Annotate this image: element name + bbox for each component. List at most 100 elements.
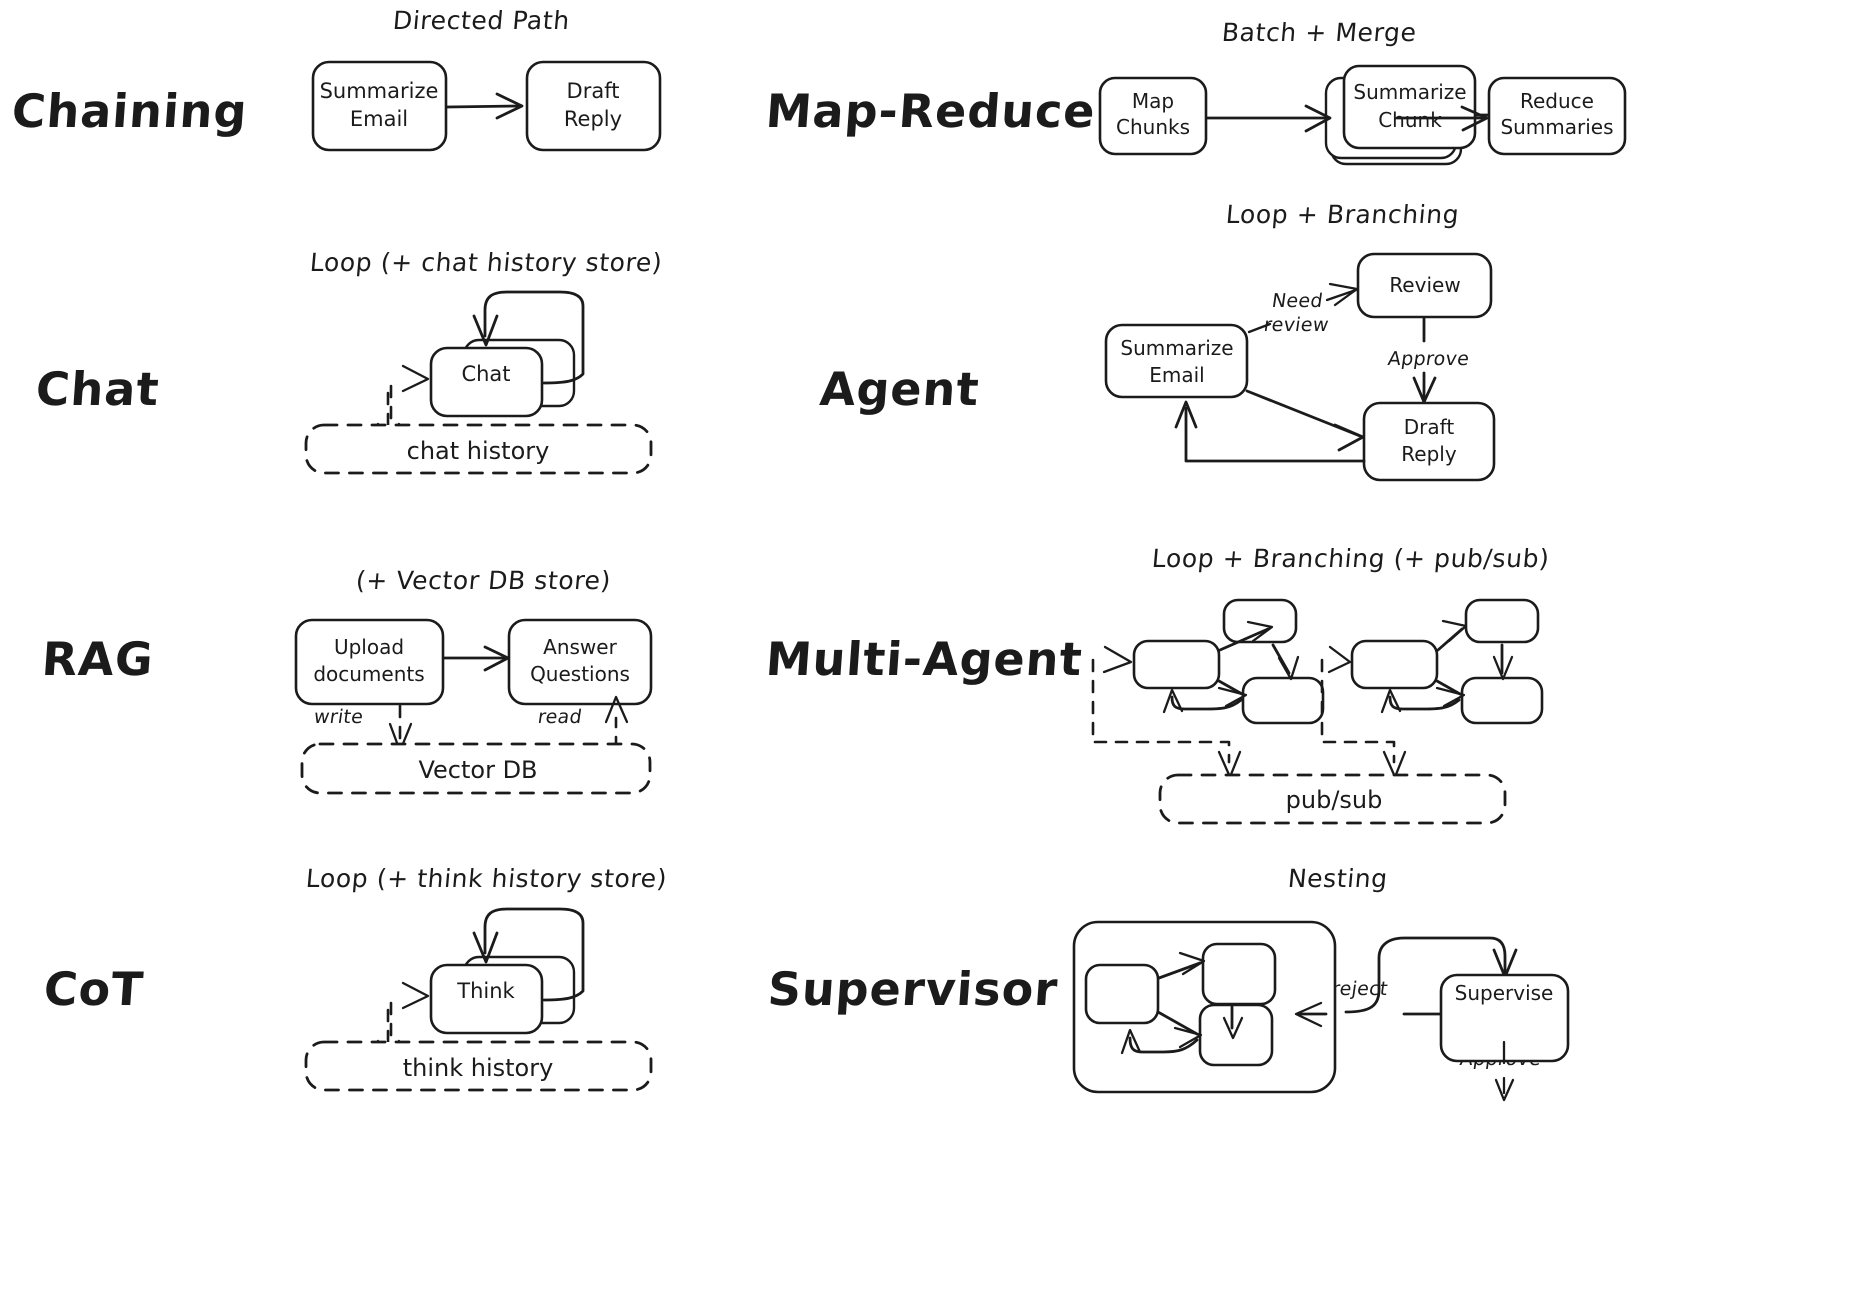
arrowhead-summarize-to-review bbox=[1328, 282, 1359, 307]
node-agent-summarize-line2: Email bbox=[1149, 363, 1205, 387]
arrowhead-chat-selfloop bbox=[472, 314, 499, 347]
node-think-label: Think bbox=[456, 979, 515, 1003]
arrowhead-chaining bbox=[495, 92, 524, 120]
node-supervise-label: Supervise bbox=[1455, 981, 1554, 1005]
arrowhead-map-to-summarize bbox=[1304, 104, 1332, 133]
arrowhead-review-to-draft bbox=[1412, 376, 1437, 404]
edge-a-bottom-loop bbox=[1170, 695, 1243, 711]
node-agent-draft-line2: Reply bbox=[1401, 442, 1457, 466]
edge-nested-left-to-bottom bbox=[1156, 1010, 1199, 1036]
node-answer-questions[interactable] bbox=[507, 618, 653, 706]
node-upload-line2: documents bbox=[313, 662, 424, 686]
store-chat-history[interactable] bbox=[304, 423, 653, 475]
arrowhead-nested-left-top bbox=[1178, 951, 1206, 976]
node-agent-b-main[interactable] bbox=[1350, 639, 1439, 690]
node-agent-a-top[interactable] bbox=[1222, 598, 1298, 644]
edge-nested-left-to-top bbox=[1157, 961, 1202, 980]
node-map-chunks[interactable] bbox=[1098, 76, 1208, 156]
node-agent-summarize-email[interactable] bbox=[1104, 323, 1249, 399]
node-summarize-chunk[interactable] bbox=[1342, 64, 1477, 150]
node-agent-review[interactable] bbox=[1356, 252, 1493, 319]
arrowhead-draft-loop bbox=[1174, 400, 1198, 429]
arrowhead-think-store-read bbox=[401, 981, 430, 1010]
node-summarize-chunk-line1: Summarize bbox=[1353, 80, 1466, 104]
arrowhead-a-main-top bbox=[1246, 620, 1274, 643]
edge-summarize-to-review-b bbox=[1325, 288, 1358, 302]
group-cot: Think think history bbox=[304, 907, 653, 1092]
arrowhead-nested-bottom-loop bbox=[1120, 1028, 1142, 1055]
edge-summarize-to-review bbox=[1247, 322, 1272, 334]
store-pub-sub[interactable] bbox=[1158, 773, 1507, 825]
node-map-chunks-line2: Chunks bbox=[1116, 115, 1190, 139]
store-pub-sub-label: pub/sub bbox=[1286, 786, 1383, 814]
edge-a-pubsub-in bbox=[1091, 658, 1231, 764]
arrowhead-summarize-to-draft bbox=[1333, 423, 1365, 452]
node-summarize-email-line1: Summarize bbox=[320, 79, 439, 103]
node-chat[interactable] bbox=[429, 346, 544, 418]
edge-nested-to-supervise bbox=[1344, 936, 1507, 1014]
edge-a-main-to-top bbox=[1218, 627, 1270, 652]
node-nested-left[interactable] bbox=[1084, 963, 1160, 1025]
node-upload-documents[interactable] bbox=[294, 618, 445, 706]
node-reduce-summaries-line2: Summaries bbox=[1500, 115, 1613, 139]
node-agent-b-top[interactable] bbox=[1464, 598, 1540, 644]
node-answer-line2: Questions bbox=[530, 662, 630, 686]
edge-b-bottom-loop bbox=[1388, 695, 1461, 711]
arrowhead-answer-read bbox=[604, 695, 629, 724]
arrowhead-supervise-reject bbox=[1294, 1001, 1323, 1028]
group-chat: Chat chat history bbox=[304, 290, 653, 475]
group-agent: Summarize Email Review Draft Reply bbox=[1104, 252, 1496, 482]
group-supervisor: Supervise bbox=[1072, 920, 1570, 1102]
node-nested-bottom[interactable] bbox=[1198, 1003, 1274, 1067]
group-rag: Upload documents Answer Questions Vector… bbox=[294, 618, 653, 795]
arrowhead-think-selfloop bbox=[472, 931, 499, 964]
arrowhead-a-main-bottom bbox=[1217, 686, 1248, 708]
edge-a-top-to-bottom bbox=[1271, 643, 1291, 675]
arrowhead-b-in bbox=[1327, 645, 1352, 674]
store-think-history[interactable] bbox=[304, 1040, 653, 1092]
arrowhead-a-bottom-loop bbox=[1162, 688, 1184, 714]
node-think[interactable] bbox=[429, 963, 544, 1035]
node-agent-b-bottom[interactable] bbox=[1460, 676, 1544, 725]
node-summarize-chunk-line2: Chunk bbox=[1378, 108, 1442, 132]
edge-b-pubsub-in bbox=[1320, 658, 1396, 764]
node-summarize-email-line2: Email bbox=[350, 107, 408, 131]
node-agent-review-label: Review bbox=[1389, 273, 1460, 297]
node-upload-line1: Upload bbox=[334, 635, 404, 659]
group-chaining: Summarize Email Draft Reply bbox=[311, 60, 662, 152]
node-reduce-summaries-line1: Reduce bbox=[1520, 89, 1594, 113]
node-draft-reply[interactable] bbox=[525, 60, 662, 152]
node-agent-draft-line1: Draft bbox=[1404, 415, 1455, 439]
arrowhead-nested-left-bottom bbox=[1173, 1026, 1203, 1049]
edge-think-selfloop bbox=[483, 907, 585, 1002]
node-nested-top[interactable] bbox=[1201, 942, 1277, 1006]
store-vector-db[interactable] bbox=[300, 742, 652, 795]
arrowhead-summarize-to-reduce bbox=[1460, 105, 1489, 132]
node-agent-summarize-line1: Summarize bbox=[1120, 336, 1233, 360]
edge-summarize-to-draft bbox=[445, 104, 521, 109]
arrowhead-chat-store-read bbox=[401, 364, 430, 393]
node-agent-a-bottom[interactable] bbox=[1241, 676, 1325, 725]
node-answer-line1: Answer bbox=[543, 635, 617, 659]
arrowhead-upload-to-answer bbox=[483, 645, 510, 672]
arrowhead-nested-top-bottom bbox=[1222, 1016, 1244, 1040]
arrowhead-b-main-top bbox=[1441, 619, 1468, 643]
node-chat-label: Chat bbox=[461, 362, 510, 386]
node-agent-a-main[interactable] bbox=[1132, 639, 1221, 690]
edge-draft-to-summarize-loop bbox=[1184, 406, 1366, 463]
store-think-history-label: think history bbox=[403, 1054, 554, 1082]
edge-nested-bottom-loop bbox=[1128, 1036, 1199, 1054]
arrowhead-a-top-bottom bbox=[1277, 655, 1300, 681]
arrowhead-b-top-bottom bbox=[1492, 655, 1514, 681]
arrowhead-b-main-bottom bbox=[1435, 686, 1466, 708]
arrowhead-a-in bbox=[1102, 645, 1133, 674]
store-vector-db-label: Vector DB bbox=[418, 756, 537, 784]
node-summarize-email[interactable] bbox=[311, 60, 448, 152]
arrowhead-supervise-approve bbox=[1494, 1078, 1515, 1102]
node-map-chunks-line1: Map bbox=[1132, 89, 1174, 113]
node-reduce-summaries[interactable] bbox=[1487, 76, 1627, 156]
node-agent-draft-reply[interactable] bbox=[1362, 401, 1496, 482]
arrowhead-b-bottom-loop bbox=[1380, 688, 1402, 714]
